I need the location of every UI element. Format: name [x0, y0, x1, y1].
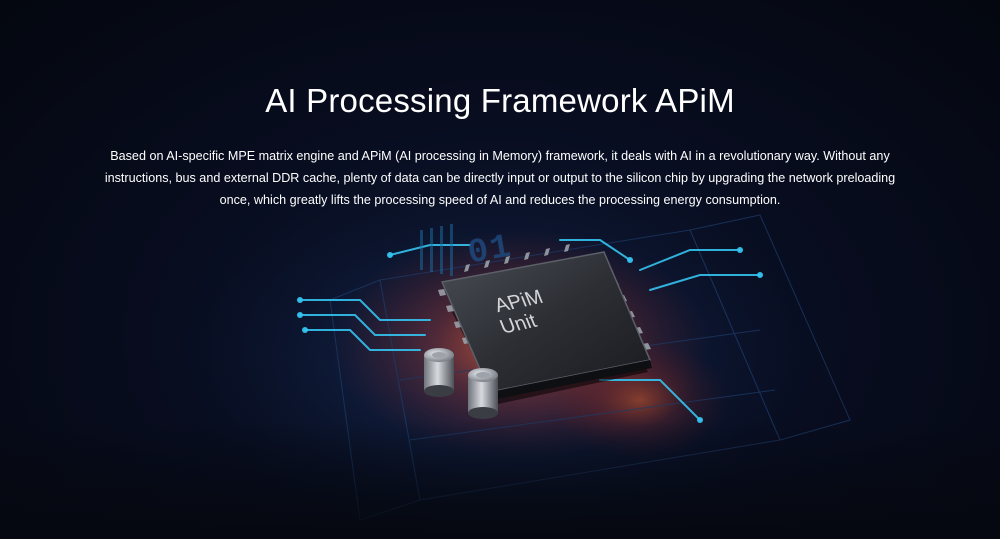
capacitor-right: [468, 368, 498, 419]
capacitor-left: [424, 348, 454, 397]
page-description: Based on AI-specific MPE matrix engine a…: [104, 149, 896, 207]
page-title: AI Processing Framework APiM: [265, 82, 735, 119]
board-digits: 01: [465, 228, 516, 274]
